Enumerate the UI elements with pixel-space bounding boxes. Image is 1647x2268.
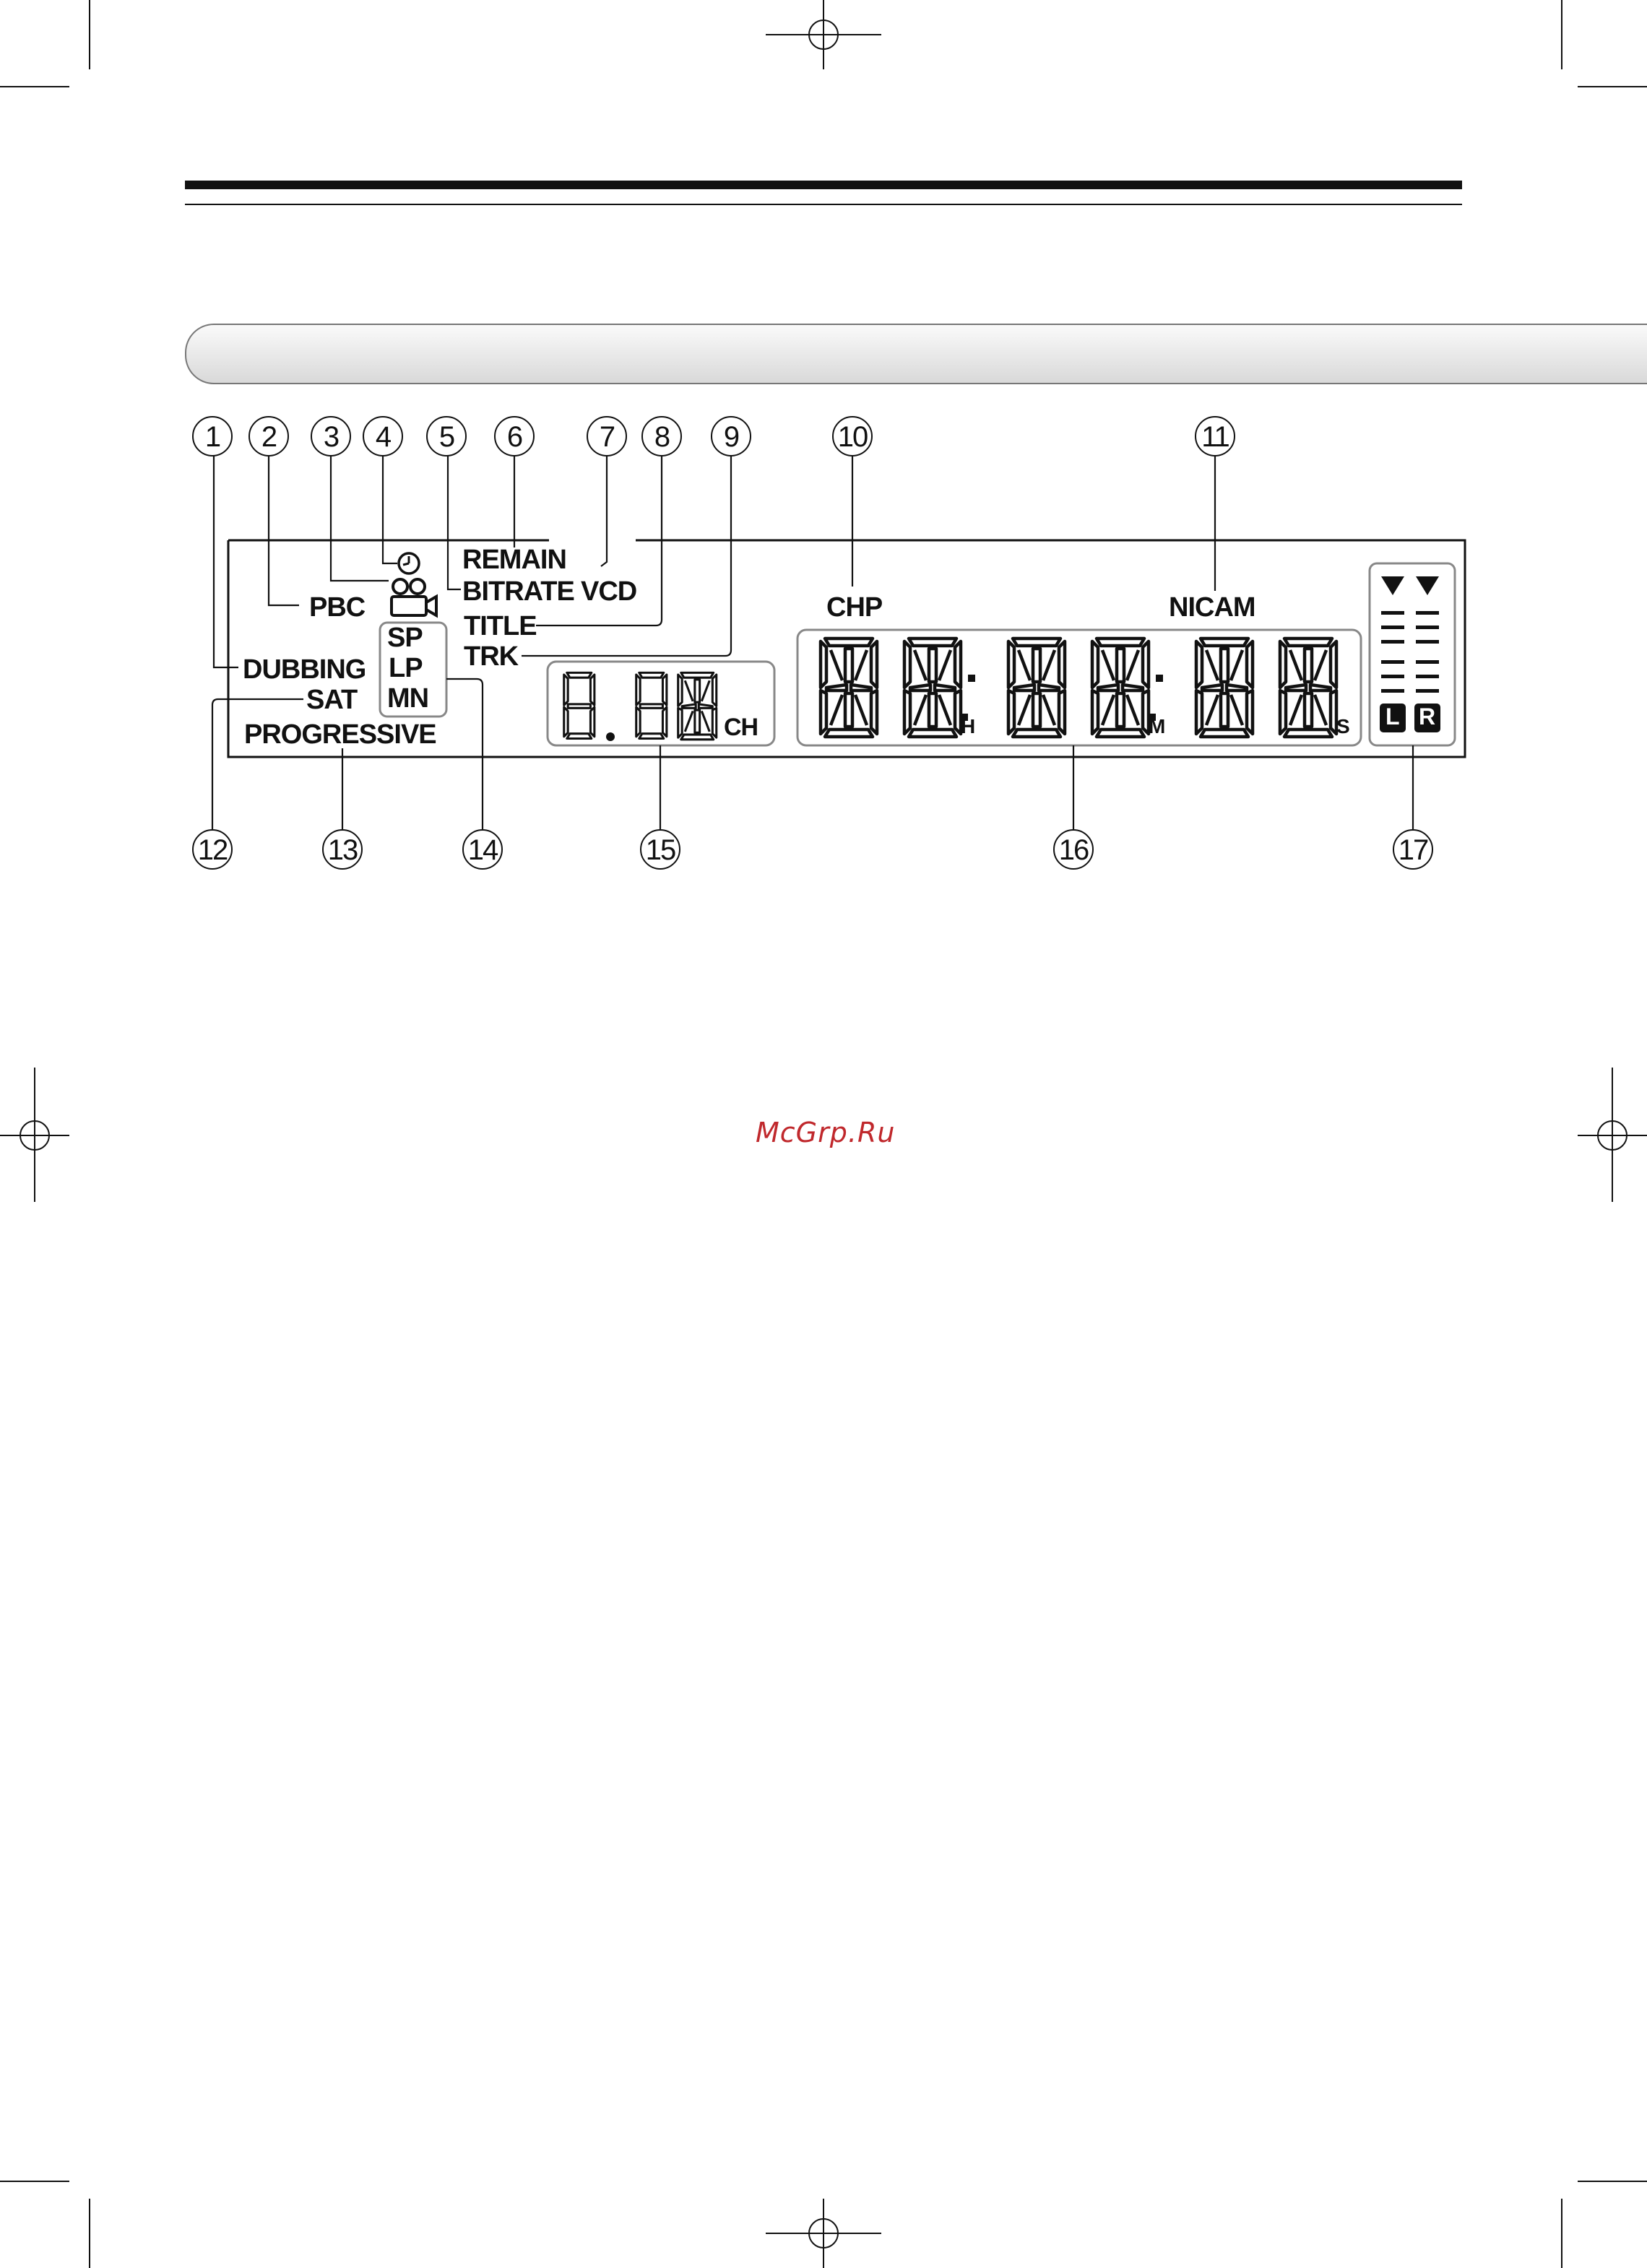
callout-3: 3: [311, 416, 351, 456]
callout-8: 8: [641, 416, 682, 456]
label-ch: CH: [724, 714, 758, 742]
label-bitrate: BITRATE: [462, 576, 574, 607]
callout-16: 16: [1053, 829, 1094, 870]
label-lp: LP: [389, 653, 423, 684]
label-title: TITLE: [464, 611, 537, 642]
callout-6: 6: [494, 416, 535, 456]
label-dubbing: DUBBING: [243, 654, 366, 685]
callout-15: 15: [640, 829, 680, 870]
clock-icon: [399, 553, 419, 574]
label-vcd: VCD: [581, 576, 636, 607]
label-m: M: [1149, 715, 1164, 738]
label-s: S: [1336, 715, 1349, 738]
label-remain: REMAIN: [462, 545, 566, 576]
label-sp: SP: [387, 623, 423, 654]
watermark: McGrp.Ru: [756, 1117, 895, 1148]
callout-2: 2: [248, 416, 289, 456]
callout-13: 13: [322, 829, 363, 870]
label-sat: SAT: [306, 685, 357, 716]
label-progressive: PROGRESSIVE: [244, 719, 436, 750]
callout-9: 9: [711, 416, 751, 456]
callout-10: 10: [832, 416, 873, 456]
callout-17: 17: [1393, 829, 1433, 870]
callout-4: 4: [363, 416, 403, 456]
label-mn: MN: [387, 683, 428, 714]
callout-12: 12: [192, 829, 233, 870]
label-r: R: [1419, 704, 1435, 730]
callout-5: 5: [426, 416, 467, 456]
callout-7: 7: [587, 416, 627, 456]
camera-icon: [392, 579, 436, 615]
callout-14: 14: [462, 829, 503, 870]
label-l: L: [1386, 704, 1399, 730]
label-nicam: NICAM: [1169, 592, 1255, 623]
label-chp: CHP: [826, 592, 882, 623]
callout-11: 11: [1195, 416, 1235, 456]
label-h: H: [961, 715, 974, 738]
label-pbc: PBC: [309, 592, 365, 623]
callout-1: 1: [192, 416, 233, 456]
label-trk: TRK: [464, 641, 518, 672]
